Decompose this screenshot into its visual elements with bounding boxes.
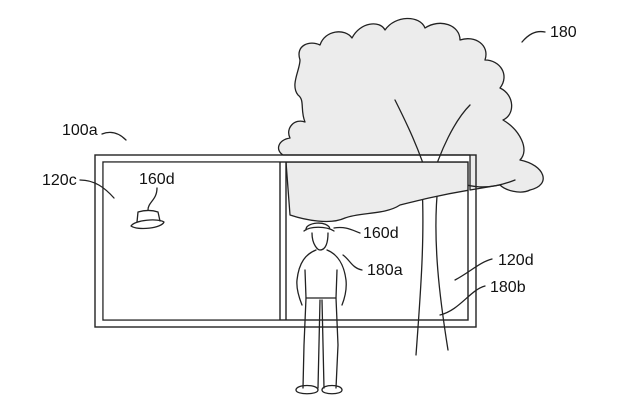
- leader-100a: [101, 131, 127, 141]
- leader-180a: [342, 254, 363, 271]
- device-100a: [94, 154, 477, 328]
- label-160d-right: 160d: [363, 225, 399, 242]
- left-display-120c: [103, 162, 280, 320]
- label-180a: 180a: [367, 262, 403, 279]
- leader-180b: [439, 285, 486, 316]
- label-120d: 120d: [498, 252, 534, 269]
- tree-canopy: [277, 17, 544, 193]
- leader-160d-left: [147, 187, 158, 211]
- leader-120c: [79, 179, 115, 199]
- tree-lower-foliage: [286, 162, 468, 223]
- tree-180: [277, 17, 544, 356]
- label-120c: 120c: [42, 172, 77, 189]
- leader-160d-right: [333, 226, 361, 234]
- label-180: 180: [550, 24, 577, 41]
- leader-120d: [454, 258, 493, 281]
- label-100a: 100a: [62, 122, 98, 139]
- device-outer-frame: [94, 154, 477, 328]
- tree-branches: [379, 99, 516, 188]
- label-180b: 180b: [490, 279, 526, 296]
- person-180a: [295, 222, 347, 395]
- label-160d-left: 160d: [139, 171, 175, 188]
- tree-trunk: [415, 184, 449, 356]
- leader-180: [521, 30, 546, 43]
